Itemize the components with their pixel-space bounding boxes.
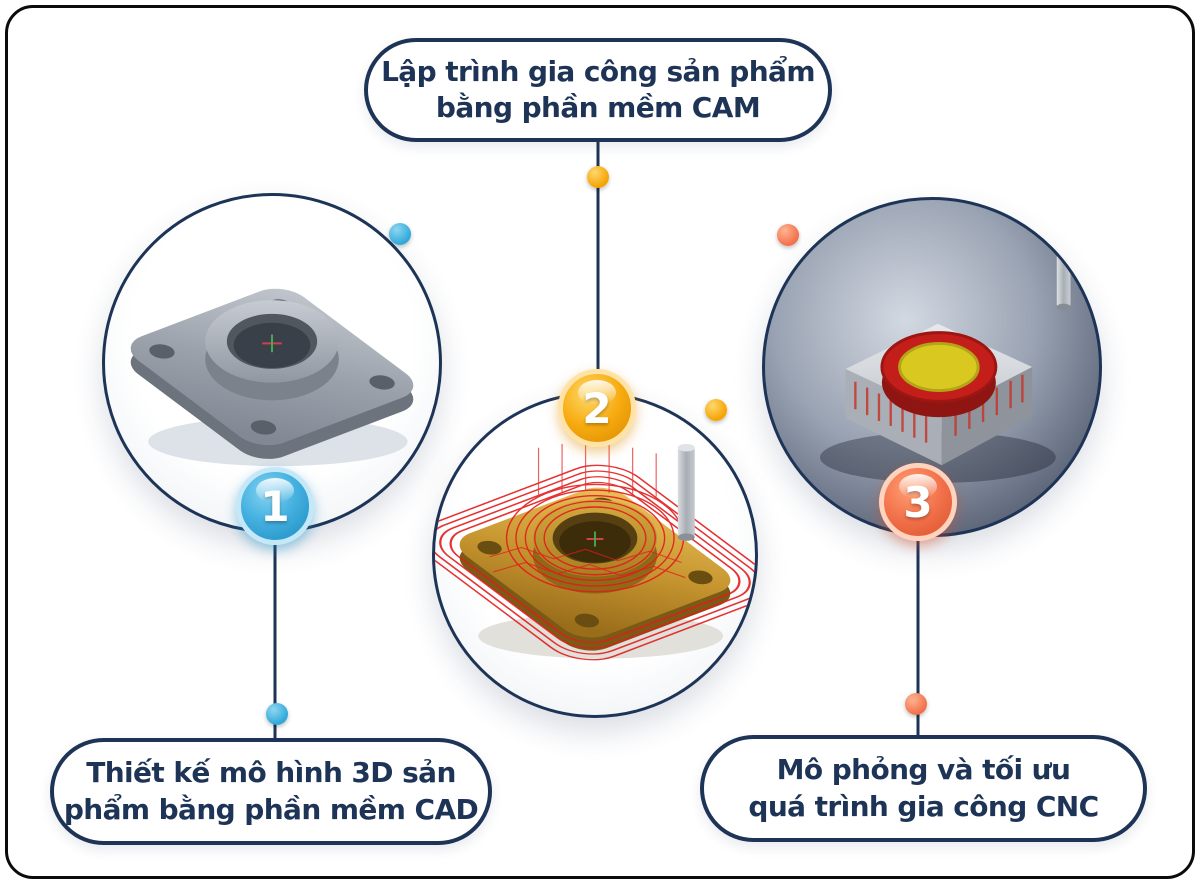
label-cam-line2: bằng phần mềm CAM <box>435 91 761 124</box>
step-badge-1: 1 <box>236 467 314 545</box>
connector-dot-blue-bottom <box>266 703 288 725</box>
step-badge-2: 2 <box>558 369 636 447</box>
circle-cnc-simulation <box>762 197 1102 537</box>
label-cnc-line1: Mô phỏng và tối ưu <box>776 753 1071 787</box>
connector-dot-yellow-top <box>587 166 609 188</box>
step-badge-3: 3 <box>879 463 957 541</box>
label-cad-design: Thiết kế mô hình 3D sản phẩm bằng phần m… <box>50 738 492 845</box>
label-cam-programming: Lập trình gia công sản phẩm bằng phần mề… <box>364 38 832 142</box>
label-cad-line1: Thiết kế mô hình 3D sản <box>86 756 456 790</box>
step-number-1: 1 <box>260 481 290 531</box>
connector-dot-yellow-mid <box>705 399 727 421</box>
cad-flange-illustration <box>130 288 414 467</box>
circle-cad-model <box>102 193 442 533</box>
cnc-simulation-illustration <box>820 216 1071 483</box>
label-cad-line2: phẩm bằng phần mềm CAD <box>63 792 479 826</box>
label-cnc-simulation: Mô phỏng và tối ưu quá trình gia công CN… <box>700 735 1147 842</box>
step-number-3: 3 <box>903 477 933 527</box>
connector-dot-orange-top <box>777 224 799 246</box>
label-cam-line1: Lập trình gia công sản phẩm <box>381 54 815 88</box>
connector-dot-blue-top <box>389 223 411 245</box>
step-number-2: 2 <box>582 383 612 433</box>
label-cnc-line2: quá trình gia công CNC <box>748 789 1099 823</box>
cam-flange-illustration <box>435 442 755 661</box>
connector-dot-orange-bottom <box>905 693 927 715</box>
